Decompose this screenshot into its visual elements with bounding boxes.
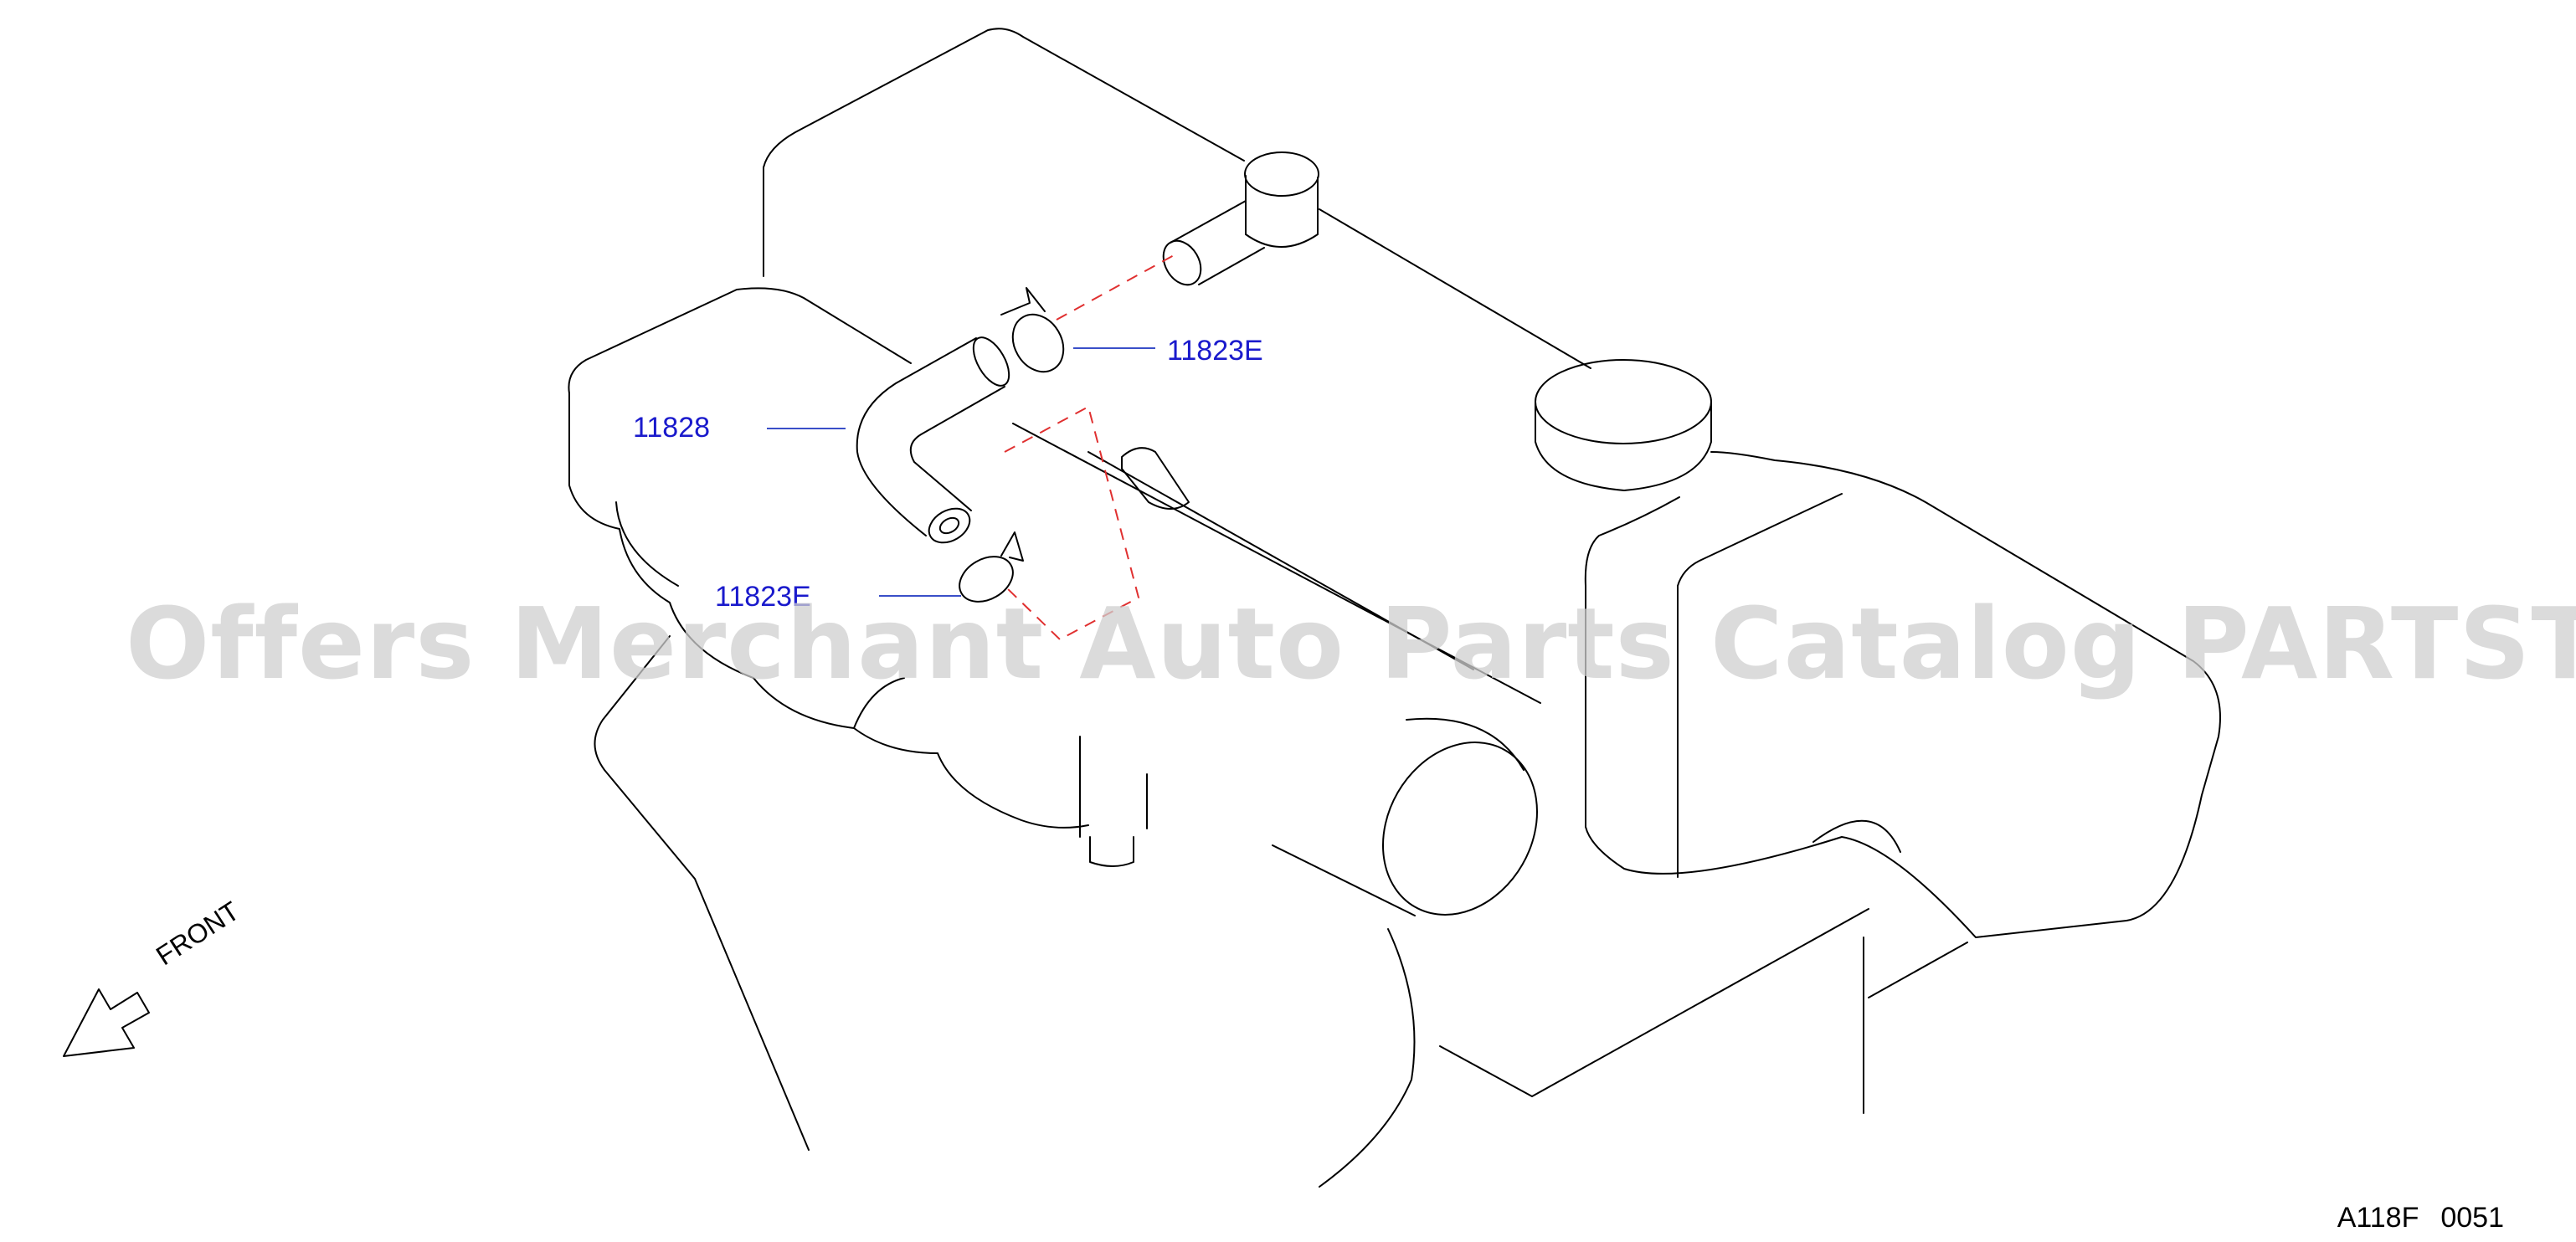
oil-filler-cap-top bbox=[1535, 359, 1712, 444]
intake-duct-upper-2 bbox=[1087, 451, 1474, 670]
intake-duct-lower bbox=[1272, 844, 1416, 916]
assembly-line-lower bbox=[1004, 405, 1140, 641]
intake-duct-rim bbox=[1406, 717, 1525, 771]
upper-clamp-ring bbox=[1011, 313, 1065, 373]
breather-pipe-nozzle-end bbox=[1162, 239, 1202, 286]
intake-duct-opening bbox=[1382, 742, 1538, 916]
assembly-line-upper bbox=[1056, 254, 1176, 321]
block-right-post bbox=[1863, 937, 1968, 1114]
right-cover-inner bbox=[1677, 493, 1843, 878]
lower-clamp-ring bbox=[959, 556, 1014, 603]
manifold-drain-plug bbox=[1089, 836, 1134, 867]
figure-code: A118F 0051 bbox=[2337, 1202, 2504, 1234]
right-cover-bulge bbox=[1812, 819, 1901, 853]
intake-manifold-outline bbox=[568, 287, 1089, 829]
figure-code-left: A118F bbox=[2337, 1202, 2419, 1234]
pcv-hose-bore bbox=[938, 516, 960, 535]
rocker-cover-outline bbox=[763, 28, 1245, 277]
lower-clamp-tab bbox=[1000, 531, 1024, 562]
block-left-outline bbox=[594, 635, 810, 1151]
rocker-cover-edge bbox=[1319, 208, 1591, 369]
callout-hose-11828[interactable]: 11828 bbox=[633, 412, 711, 444]
intake-duct-upper bbox=[1012, 423, 1541, 704]
pcv-hose-bottom-end bbox=[928, 507, 971, 544]
breather-pipe-nozzle bbox=[1170, 200, 1265, 285]
figure-code-right: 0051 bbox=[2440, 1202, 2504, 1234]
callout-lower-clamp-11823E[interactable]: 11823E bbox=[715, 581, 811, 613]
front-arrow-icon bbox=[63, 988, 150, 1057]
breather-pipe-body bbox=[1245, 175, 1319, 248]
pcv-hose-inner bbox=[909, 386, 1005, 511]
manifold-nozzle bbox=[1121, 447, 1190, 510]
oil-filler-cap-body bbox=[1535, 401, 1712, 491]
pcv-hose-outer bbox=[856, 337, 977, 536]
breather-pipe-top bbox=[1244, 151, 1319, 197]
pcv-hose-top-end bbox=[972, 336, 1010, 387]
right-cover-outline bbox=[1584, 451, 2221, 938]
upper-clamp-tab bbox=[1000, 287, 1046, 316]
block-base-line bbox=[1439, 908, 1869, 1097]
intake-manifold-inner bbox=[615, 501, 905, 729]
callout-upper-clamp-11823E[interactable]: 11823E bbox=[1167, 335, 1263, 367]
manifold-lower-stub bbox=[1079, 736, 1148, 838]
block-center-curve bbox=[1319, 928, 1416, 1188]
